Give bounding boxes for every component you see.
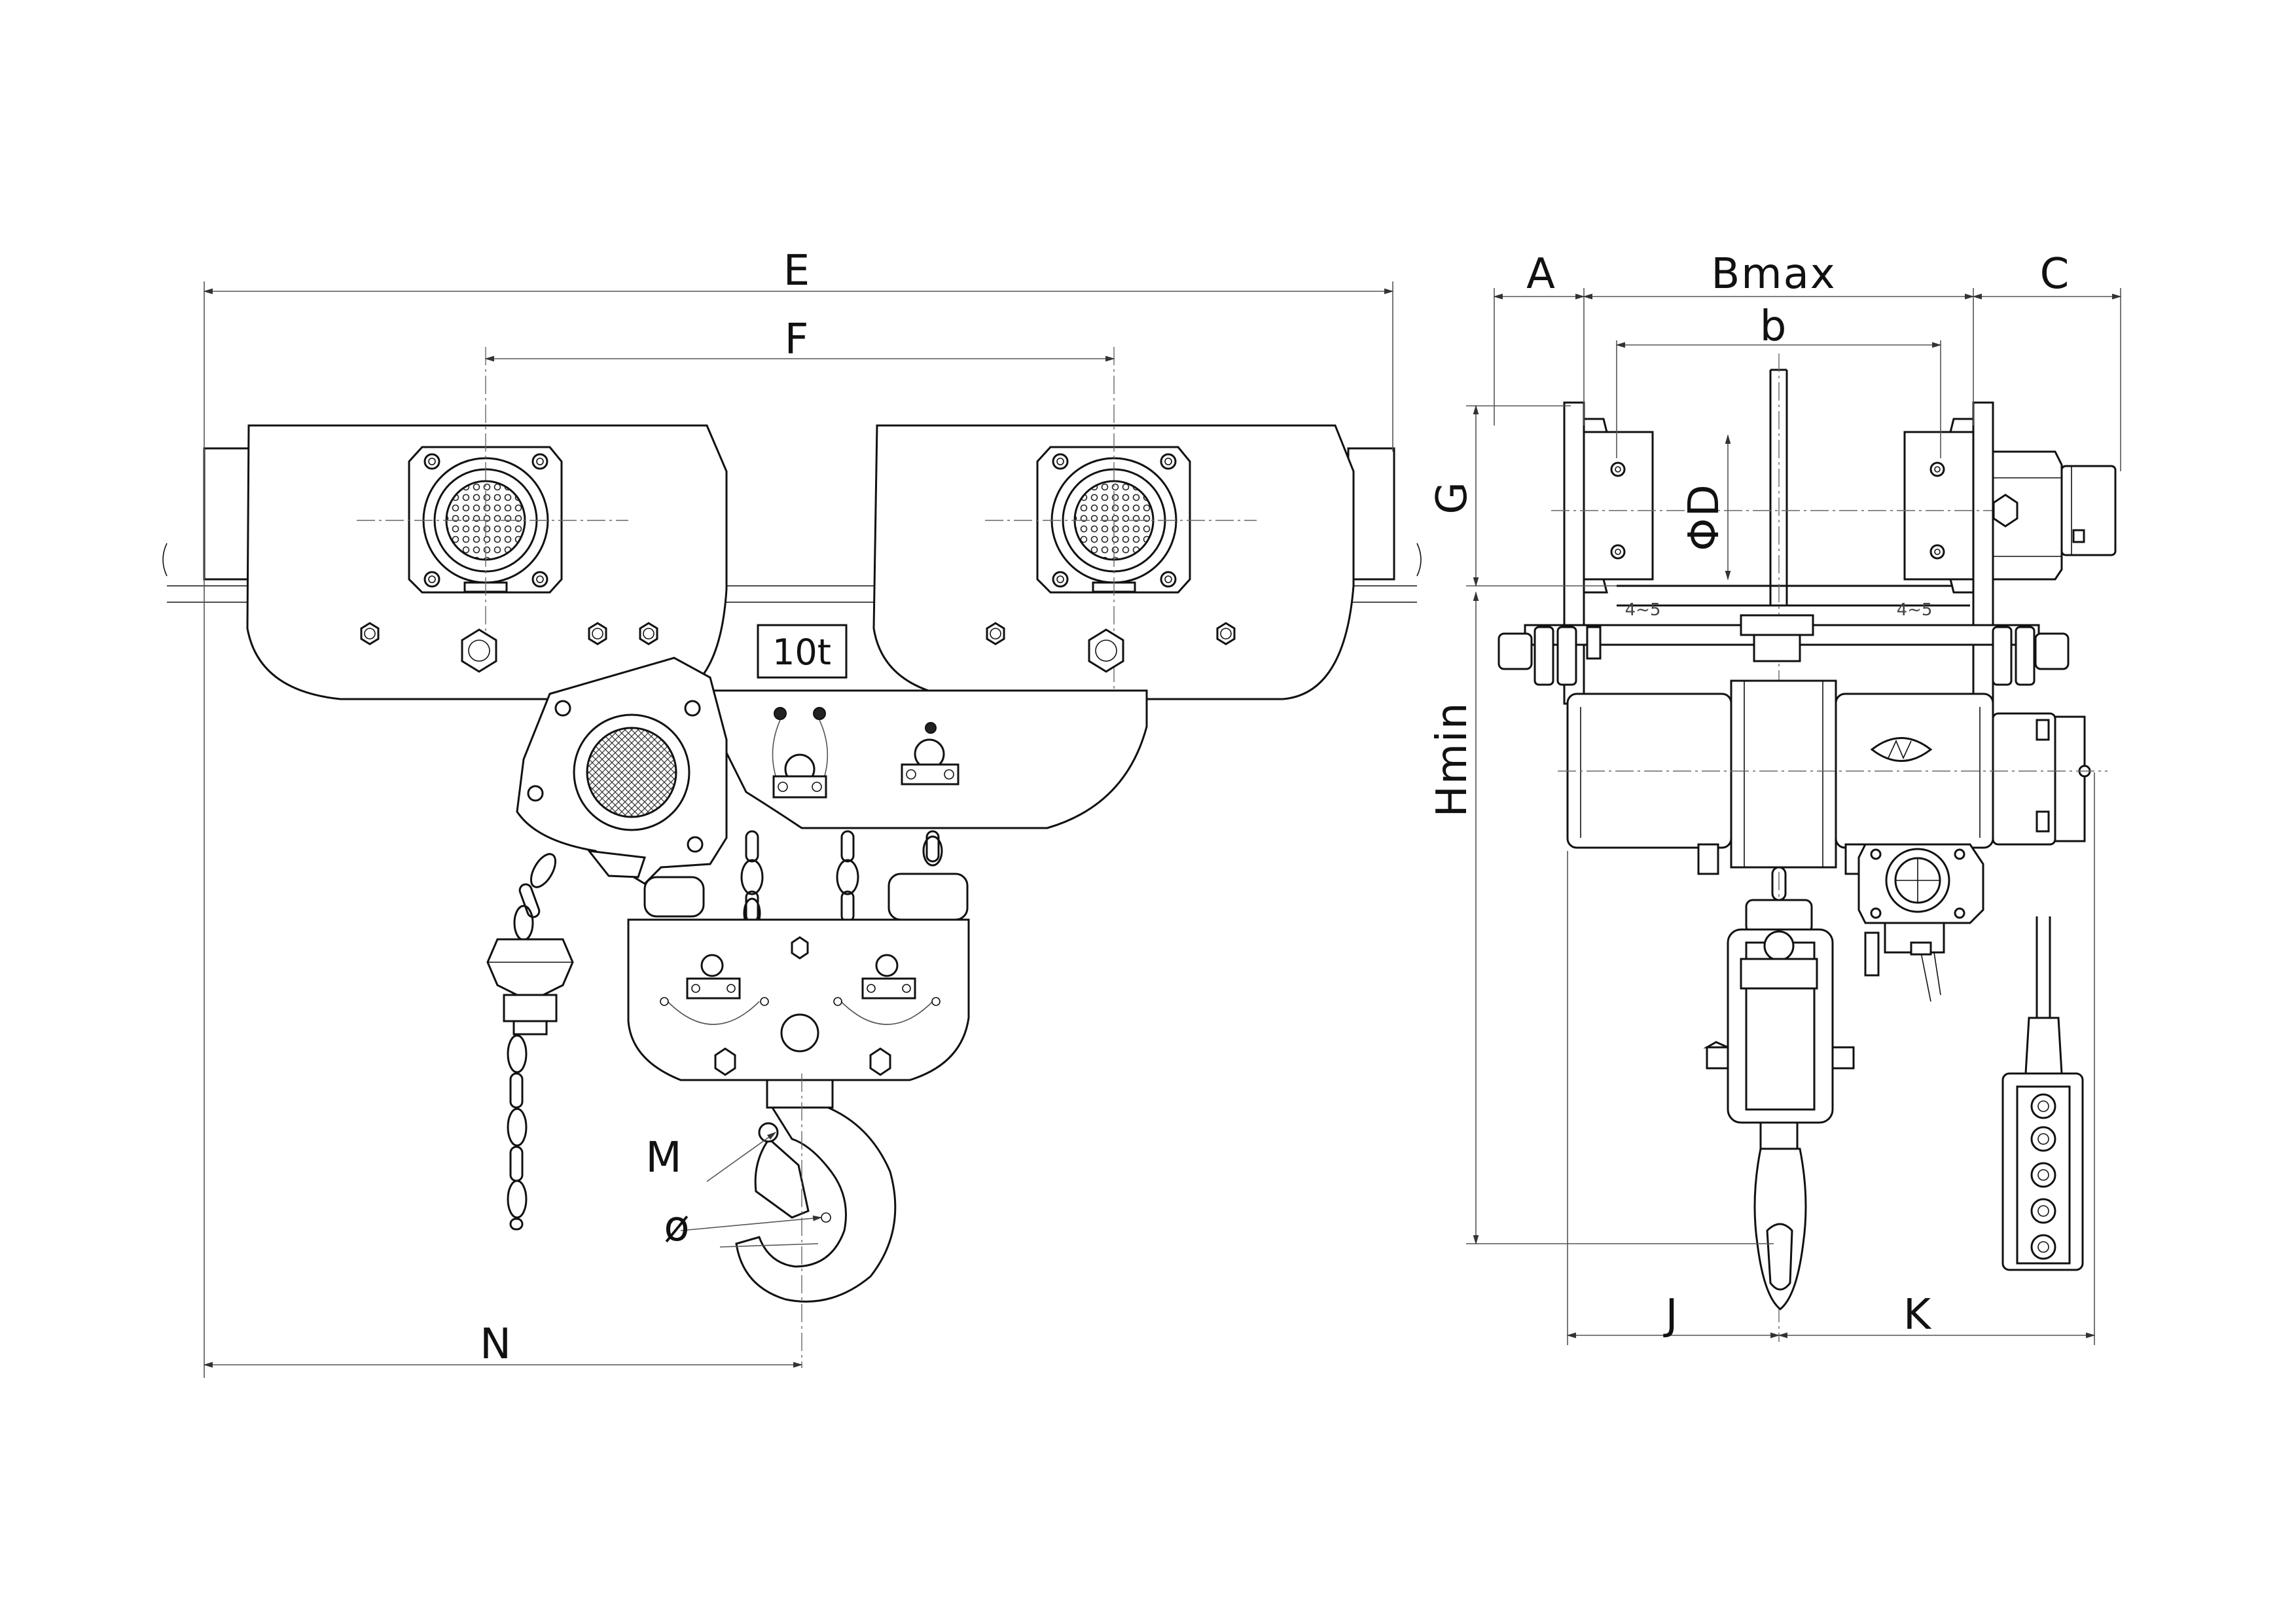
front-view: 10t bbox=[162, 347, 1422, 1368]
hoist-side-body bbox=[1558, 679, 2108, 875]
dimensions bbox=[203, 281, 2122, 1378]
right-side-plate bbox=[1972, 401, 1994, 705]
plate-nuts bbox=[360, 622, 1236, 673]
dim-n-label: N bbox=[480, 1320, 512, 1369]
flange-slope-left-label: 4~5 bbox=[1625, 600, 1661, 620]
hook bbox=[735, 1074, 897, 1368]
dim-a-label: A bbox=[1526, 250, 1556, 298]
dim-f-label: F bbox=[785, 316, 810, 364]
dim-bmax-label: Bmax bbox=[1711, 250, 1836, 298]
side-hook-assembly bbox=[1703, 866, 1855, 1310]
left-wheel bbox=[357, 347, 628, 661]
right-wheel bbox=[985, 347, 1257, 753]
side-view bbox=[1498, 353, 2117, 1342]
capacity-plate bbox=[757, 624, 848, 679]
motor-housing-details bbox=[527, 700, 704, 878]
load-chain bbox=[643, 830, 969, 929]
limit-switch-box bbox=[1857, 843, 1984, 1002]
dim-e-label: E bbox=[783, 247, 811, 295]
dim-c-label: C bbox=[2040, 250, 2071, 298]
dim-b-label: b bbox=[1760, 302, 1788, 351]
dim-m-label: M bbox=[645, 1134, 683, 1182]
dim-k-label: K bbox=[1903, 1291, 1932, 1339]
hoist-body-details bbox=[772, 707, 960, 799]
flange-slope-right-label: 4~5 bbox=[1897, 600, 1933, 620]
dim-hook-diameter-label: ø bbox=[664, 1202, 691, 1251]
dim-g-label: G bbox=[1428, 480, 1477, 514]
pendant-control bbox=[2001, 916, 2084, 1271]
side-wheels bbox=[1551, 418, 2016, 594]
left-end-cap bbox=[203, 447, 251, 581]
dim-d-label: ΦD bbox=[1680, 483, 1729, 551]
right-end-cap bbox=[1347, 447, 1395, 581]
dim-hmin-label: Hmin bbox=[1428, 702, 1477, 818]
cross-shaft bbox=[1498, 614, 2070, 686]
slack-chain bbox=[486, 853, 574, 1231]
bottom-block-details bbox=[660, 936, 941, 1076]
dim-j-label: J bbox=[1663, 1291, 1679, 1339]
capacity-plate-label: 10t bbox=[772, 632, 831, 673]
travel-drive-motor bbox=[1992, 450, 2117, 581]
